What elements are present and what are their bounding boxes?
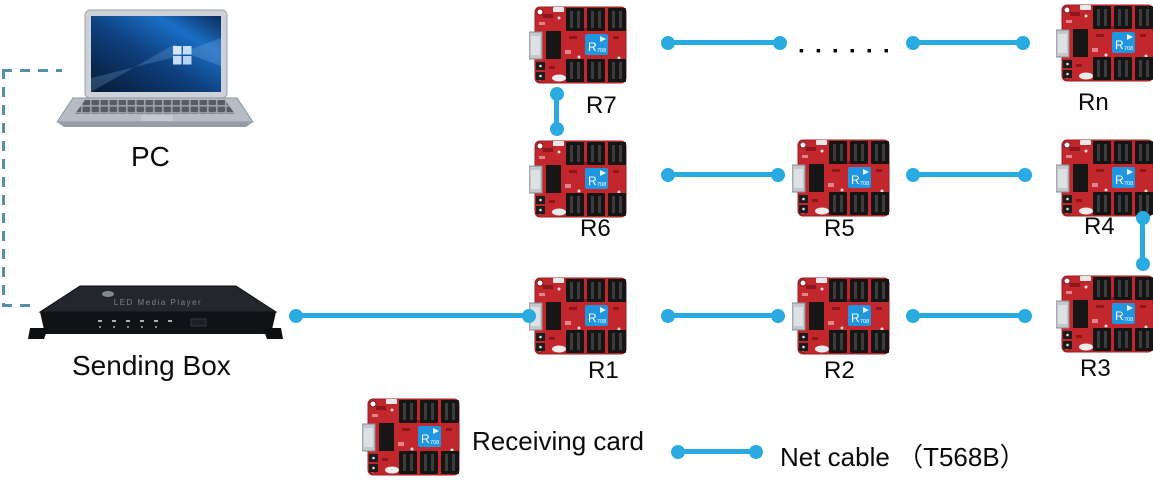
card-label-r3: R3	[1080, 355, 1111, 382]
ellipsis-dots: ▪▪▪▪▪▪	[799, 42, 901, 58]
cable-ellipsis-rn	[906, 35, 1030, 50]
sending-box-image: LED Media Player	[28, 285, 283, 339]
pc-laptop-image	[56, 9, 254, 127]
receiving-card-r1	[529, 277, 627, 355]
receiving-card-r5	[792, 139, 890, 217]
card-label-r7: R7	[586, 92, 617, 119]
cable-r1-r2	[661, 308, 785, 323]
laptop-screen	[84, 9, 228, 99]
cable-r4-r5	[906, 167, 1032, 182]
receiving-card-r3	[1056, 275, 1153, 353]
light-beam	[91, 44, 187, 92]
brand-logo-icon	[102, 291, 114, 297]
receiving-card-r6	[529, 140, 627, 218]
legend-net-cable-sample	[671, 444, 763, 459]
cable-r2-r3	[906, 308, 1032, 323]
windows-logo-icon	[173, 46, 192, 65]
sending-box-label: Sending Box	[72, 350, 231, 381]
card-label-r5: R5	[824, 215, 855, 242]
card-label-rn: Rn	[1078, 89, 1109, 116]
receiving-card-r4	[1056, 139, 1153, 217]
cable-sendingbox-r1	[289, 308, 536, 323]
sending-box-body: LED Media Player	[28, 285, 283, 339]
legend-receiving-card-label: Receiving card	[472, 426, 644, 456]
dashed-link-top	[2, 69, 62, 72]
dashed-link-vertical	[2, 69, 5, 307]
card-label-r4: R4	[1084, 213, 1115, 240]
card-label-r6: R6	[580, 215, 611, 242]
dashed-link-bottom	[2, 304, 38, 307]
front-panel-indicators	[98, 318, 207, 328]
receiving-card-r2	[792, 277, 890, 355]
legend-receiving-card-image	[362, 398, 460, 476]
sending-box-device-text: LED Media Player	[114, 298, 202, 307]
card-label-r1: R1	[588, 357, 619, 384]
receiving-card-r7	[529, 6, 627, 84]
card-label-r2: R2	[824, 357, 855, 384]
laptop-base	[56, 97, 254, 127]
pc-label: PC	[131, 141, 170, 172]
cable-r5-r6	[661, 167, 785, 182]
legend-net-cable-label: Net cable （T568B）	[780, 442, 1026, 472]
cable-r3-r4	[1135, 211, 1150, 271]
cable-r6-r7	[549, 87, 564, 136]
cable-r7-ellipsis	[661, 35, 787, 50]
receiving-card-rn	[1056, 4, 1153, 82]
